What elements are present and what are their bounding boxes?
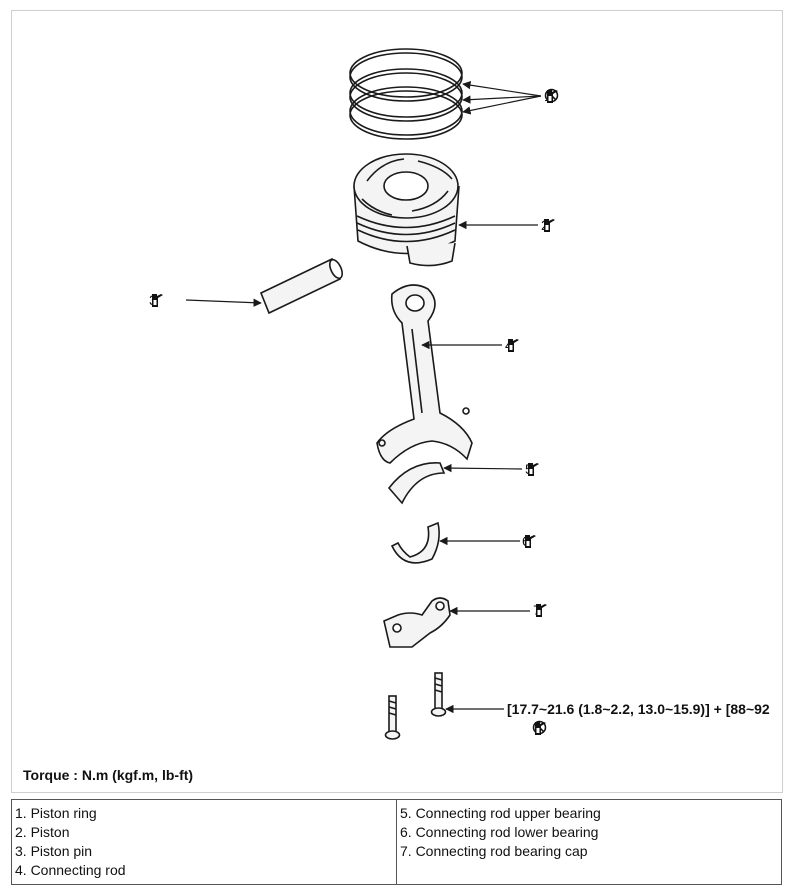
legend-item: 3. Piston pin: [15, 843, 93, 859]
callout-5: 5: [525, 461, 539, 477]
callout-2: 2: [541, 217, 555, 233]
oil-can-icon: [544, 219, 555, 232]
oil-can-icon: [547, 90, 558, 103]
oil-can-icon: [525, 535, 536, 548]
legend-item: 7. Connecting rod bearing cap: [400, 843, 588, 859]
oil-can-icon: [528, 463, 539, 476]
legend-left-column: 1. Piston ring 2. Piston 3. Piston pin 4…: [11, 799, 397, 885]
diagram-drawing: [185, 48, 542, 740]
callout-3: 3: [149, 292, 163, 308]
callout-4: 4: [505, 337, 519, 353]
legend-item: 2. Piston: [15, 824, 70, 840]
parts-legend-table: 1. Piston ring 2. Piston 3. Piston pin 4…: [11, 799, 782, 885]
callout-6: 6: [522, 533, 536, 549]
exploded-diagram: 1 2 3 4 5 6 7 [17.7~21.6 (1.8~2.2, 13.0~…: [11, 10, 783, 793]
legend-item: 4. Connecting rod: [15, 862, 126, 878]
callout-7: 7: [533, 602, 547, 618]
connecting-rod: [376, 284, 473, 464]
oil-can-icon: [152, 294, 163, 307]
oil-can-icon: [508, 339, 519, 352]
torque-units-note: Torque : N.m (kgf.m, lb-ft): [23, 767, 194, 783]
piston: [353, 153, 460, 267]
connecting-rod-bearing-cap: [383, 597, 451, 648]
legend-item: 6. Connecting rod lower bearing: [400, 824, 599, 840]
callout-1: 1: [544, 88, 559, 104]
piston-pin: [259, 257, 343, 315]
bolt-torque-spec: [17.7~21.6 (1.8~2.2, 13.0~15.9)] + [88~9…: [507, 701, 770, 717]
legend-item: 1. Piston ring: [15, 805, 97, 821]
oil-can-icon: [535, 722, 546, 735]
oil-can-icon: [536, 604, 547, 617]
legend-item: 5. Connecting rod upper bearing: [400, 805, 601, 821]
piston-ring: [349, 48, 463, 140]
connecting-rod-lower-bearing: [390, 521, 440, 564]
legend-right-column: 5. Connecting rod upper bearing 6. Conne…: [396, 799, 782, 885]
connecting-rod-upper-bearing: [387, 462, 446, 505]
connecting-rod-bolt: [384, 672, 447, 740]
